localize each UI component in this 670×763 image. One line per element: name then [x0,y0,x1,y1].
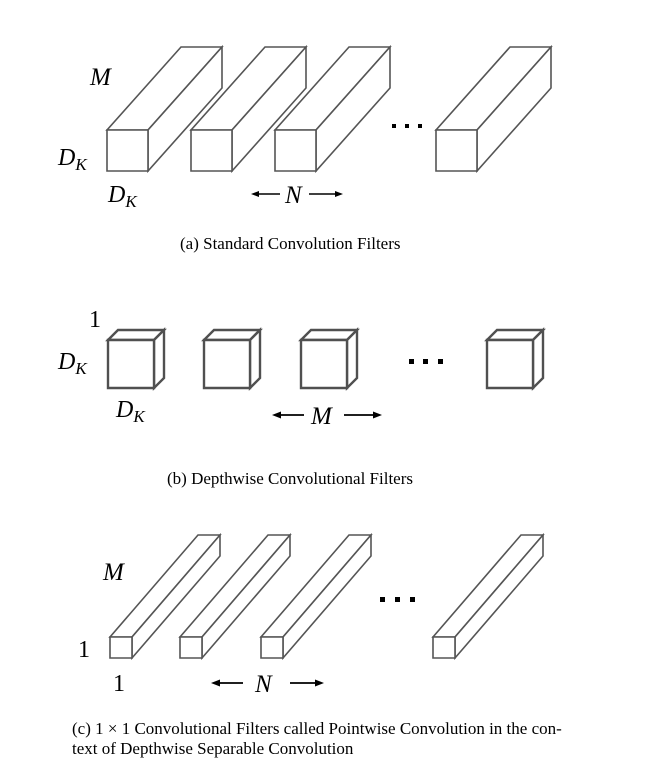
filter-cuboid [105,44,224,174]
pointwise-filters [108,532,545,661]
filter-cube [201,327,263,391]
standard-filters [105,44,553,174]
filter-rod [108,532,222,661]
front-face [190,129,233,172]
count-arrow-a: N [251,182,343,209]
count-label-N: N [254,671,273,698]
count-label-N: N [284,182,303,209]
front-face [485,338,535,390]
front-face [202,338,252,390]
depth-label-M: M [102,559,125,586]
side-face [345,327,359,391]
filter-rod [431,532,545,661]
side-face [152,327,166,391]
caption-b: (b) Depthwise Convolutional Filters [167,469,413,488]
front-face [274,129,317,172]
panel-a: M DK DK N (a) Standard Convolution Filte… [57,44,553,253]
front-face [299,338,349,390]
ellipsis-b [409,359,443,364]
filter-rod [259,532,373,661]
front-face [179,636,203,659]
filter-cuboid [273,44,392,174]
side-face [248,327,262,391]
panel-b: 1 DK DK M (b) Depthwise Convolutional Fi… [57,307,546,488]
ellipsis-a [392,124,422,128]
panel-c: M 1 1 N (c) 1 × 1 Convolutional Filters … [72,532,562,758]
depth-label-1: 1 [89,307,101,333]
filter-cuboid [434,44,553,174]
front-face [106,338,156,390]
height-label-1: 1 [78,637,90,663]
side-face [531,327,545,391]
height-label: DK [57,349,88,378]
filter-cuboid [189,44,308,174]
width-label: DK [115,397,146,426]
depthwise-filters [105,327,546,391]
count-label-M: M [310,403,333,430]
count-arrow-c: N [211,671,324,698]
filter-cube [105,327,167,391]
top-face [431,534,545,638]
front-face [432,636,456,659]
ellipsis-c [380,597,415,602]
caption-c-line2: text of Depthwise Separable Convolution [72,739,354,758]
front-face [109,636,133,659]
caption-c-line1: (c) 1 × 1 Convolutional Filters called P… [72,719,562,738]
front-face [260,636,284,659]
height-label: DK [57,145,88,174]
depth-label-M: M [89,64,112,91]
filter-cube [298,327,360,391]
front-face [106,129,149,172]
filter-cube [484,327,546,391]
front-face [435,129,478,172]
caption-a: (a) Standard Convolution Filters [180,234,401,253]
count-arrow-b: M [272,403,382,430]
filter-rod [178,532,292,661]
width-label-1: 1 [113,671,125,697]
width-label: DK [107,182,138,211]
